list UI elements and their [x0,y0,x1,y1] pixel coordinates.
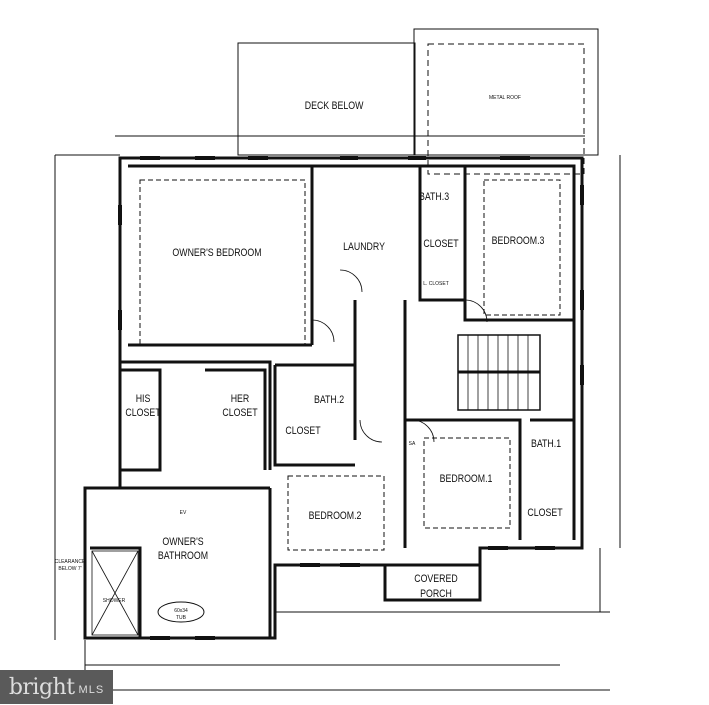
closet-bath-3-label: CLOSET [423,238,458,250]
bedroom-1-label: BEDROOM.1 [440,473,493,485]
covered-porch-label: COVERED [414,573,457,585]
metal-roof-outline [413,28,599,156]
covered-porch-label-2: PORCH [420,588,452,600]
his-closet-label-2: CLOSET [125,407,160,419]
ev-label: EV [180,510,187,516]
staircase [457,334,541,411]
bedroom-3-label: BEDROOM.3 [492,235,545,247]
owners-bathroom-label-2: BATHROOM [158,550,208,562]
bedroom-3-outline [483,179,561,316]
bedroom-2-outline [287,475,385,551]
bedroom-1-outline [423,437,511,529]
watermark-brand: bright [8,674,75,700]
bath-2-label: BATH.2 [314,394,345,406]
deck-outline [237,42,416,156]
closet-bath-1-label: CLOSET [527,507,562,519]
metal-roof-label: METAL ROOF [489,95,521,101]
metal-roof-dashed [427,43,585,175]
his-closet-label: HIS [136,393,151,405]
her-closet-label-2: CLOSET [222,407,257,419]
tub-label: TUB [176,615,187,621]
her-closet-label: HER [231,393,250,405]
linen-closet-label: L. CLOSET [423,281,449,287]
owners-bedroom-label: OWNER'S BEDROOM [172,247,261,259]
laundry-label: LAUNDRY [343,241,385,253]
shower [91,550,139,636]
sa-label: SA [409,441,416,447]
tub-size-label: 60x34 [174,608,188,614]
bright-mls-watermark: bright MLS [0,670,113,704]
bedroom-2-label: BEDROOM.2 [309,510,362,522]
owners-bathroom-label: OWNER'S [162,536,204,548]
owners-bedroom-outline [139,179,306,346]
closet-bath-2-label: CLOSET [285,425,320,437]
bath-1-label: BATH.1 [531,438,562,450]
clearance-label-2: BELOW 7' [58,566,81,572]
watermark-suffix: MLS [78,684,105,696]
clearance-label: CLEARANCE [55,559,86,565]
shower-label: SHOWER [103,598,126,604]
deck-below-label: DECK BELOW [305,100,364,112]
bathtub [157,601,205,623]
bath-3-label: BATH.3 [419,191,450,203]
